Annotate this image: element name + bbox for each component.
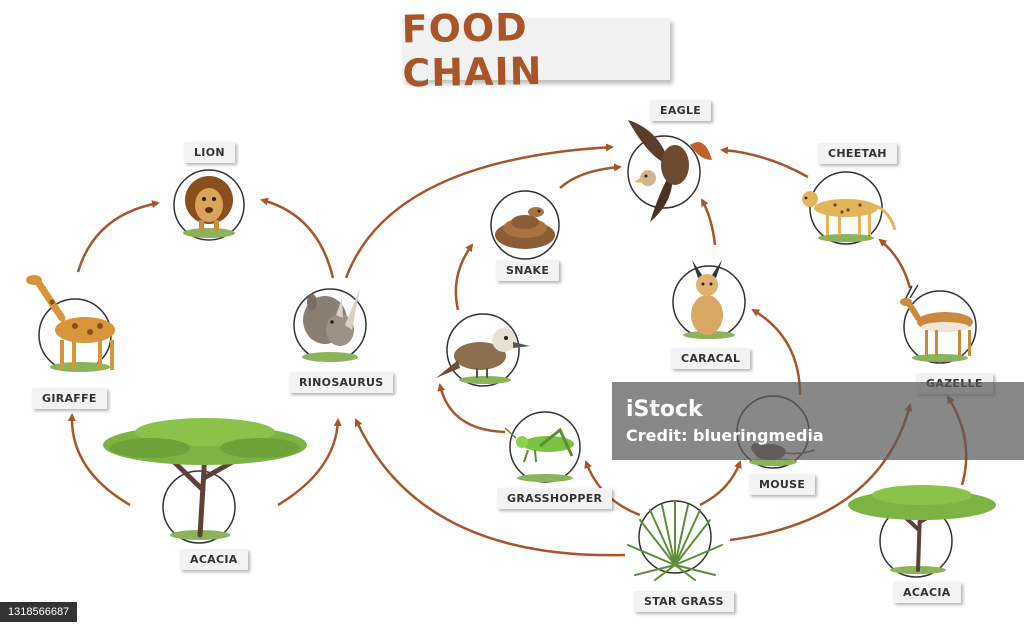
- acacia-tree-icon: [103, 418, 307, 540]
- eagle-icon: [628, 120, 712, 222]
- snake-icon: [495, 207, 555, 249]
- arrow-grasshopper-to-bird: [437, 383, 506, 434]
- label-lion: LION: [184, 142, 235, 163]
- label-acacia-right: ACACIA: [893, 582, 961, 603]
- title-banner: FOOD CHAIN: [401, 5, 670, 95]
- arrow-acacia-to-rinosaurus: [277, 418, 342, 507]
- star-grass-icon: [627, 501, 723, 581]
- grasshopper-node: [504, 411, 581, 483]
- bird-node: [436, 313, 530, 387]
- kookaburra-icon: [436, 328, 530, 384]
- grasshopper-icon: [504, 427, 574, 482]
- arrow-bird-to-snake: [454, 243, 474, 311]
- arrow-rinosaurus-to-eagle: [344, 143, 614, 279]
- giraffe-icon: [26, 275, 115, 372]
- watermark-credit: Credit: blueringmedia: [626, 426, 824, 445]
- arrows-layer: [67, 143, 968, 557]
- arrow-cheetah-to-eagle: [720, 146, 809, 179]
- label-cheetah: CHEETAH: [818, 143, 897, 164]
- page-title: FOOD CHAIN: [401, 5, 543, 96]
- caracal-icon: [683, 260, 735, 339]
- arrow-giraffe-to-lion: [76, 200, 160, 273]
- label-giraffe: GIRAFFE: [32, 388, 107, 409]
- label-rinosaurus: RINOSAURUS: [289, 372, 394, 393]
- arrow-grass-to-mouse: [699, 460, 742, 507]
- watermark-overlay: iStock Credit: blueringmedia: [612, 382, 1024, 460]
- lion-icon: [183, 176, 235, 238]
- arrow-gazelle-to-cheetah: [878, 238, 912, 289]
- caracal-node: [672, 260, 746, 339]
- label-mouse: MOUSE: [749, 474, 816, 495]
- label-eagle: EAGLE: [650, 100, 712, 121]
- watermark-brand: iStock: [626, 397, 703, 422]
- label-snake: SNAKE: [496, 260, 560, 281]
- arrow-rinosaurus-to-lion: [260, 197, 335, 279]
- arrow-acacia-to-giraffe: [67, 413, 131, 507]
- lion-node: [173, 169, 245, 241]
- arrow-snake-to-eagle: [559, 163, 622, 189]
- label-star-grass: STAR GRASS: [634, 591, 734, 612]
- star-grass-node: [627, 500, 723, 581]
- label-acacia-left: ACACIA: [180, 549, 248, 570]
- label-caracal: CARACAL: [671, 348, 751, 369]
- gazelle-node: [900, 284, 977, 364]
- acacia-right-node: [848, 485, 996, 578]
- arrow-caracal-to-eagle: [700, 198, 717, 246]
- cheetah-node: [802, 171, 897, 245]
- stock-id-badge: 1318566687: [0, 602, 78, 622]
- label-grasshopper: GRASSHOPPER: [497, 488, 613, 509]
- snake-node: [490, 190, 560, 260]
- rinosaurus-node: [293, 288, 367, 362]
- gazelle-icon: [900, 284, 973, 362]
- giraffe-node: [26, 275, 115, 372]
- cheetah-icon: [802, 191, 897, 242]
- acacia-left-node: [103, 418, 307, 544]
- arrow-grass-to-rinosaurus: [354, 418, 626, 557]
- eagle-node: [627, 120, 712, 222]
- acacia-tree-icon: [848, 485, 996, 574]
- rhino-icon: [302, 288, 360, 362]
